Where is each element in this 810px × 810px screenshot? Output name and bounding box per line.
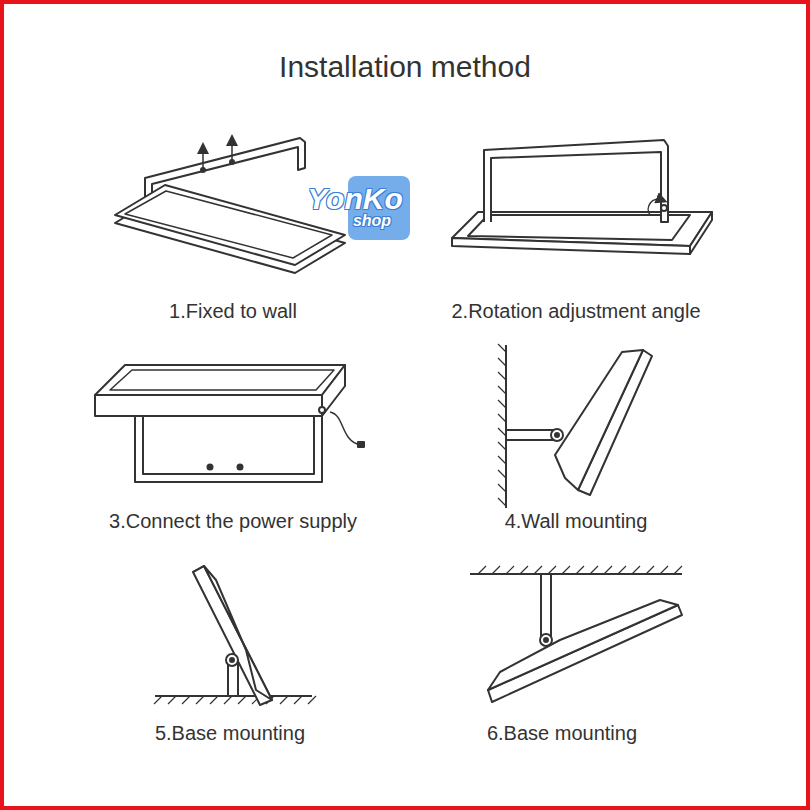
step-caption: 2.Rotation adjustment angle [451, 300, 700, 323]
diagram-title: Installation method [279, 50, 531, 85]
step-caption: 4.Wall mounting [505, 510, 648, 533]
step-caption: 5.Base mounting [155, 722, 305, 745]
floor-mounting-figure [154, 566, 316, 705]
wall-mounting-figure [498, 344, 652, 508]
watermark: shop [353, 212, 391, 230]
rotation-figure [452, 140, 712, 254]
step-caption: 1.Fixed to wall [169, 300, 297, 323]
ceiling-mounting-figure [470, 566, 682, 702]
watermark: YonKo [307, 182, 403, 217]
power-supply-figure [95, 365, 364, 482]
step-caption: 6.Base mounting [487, 722, 637, 745]
step-caption: 3.Connect the power supply [109, 510, 357, 533]
